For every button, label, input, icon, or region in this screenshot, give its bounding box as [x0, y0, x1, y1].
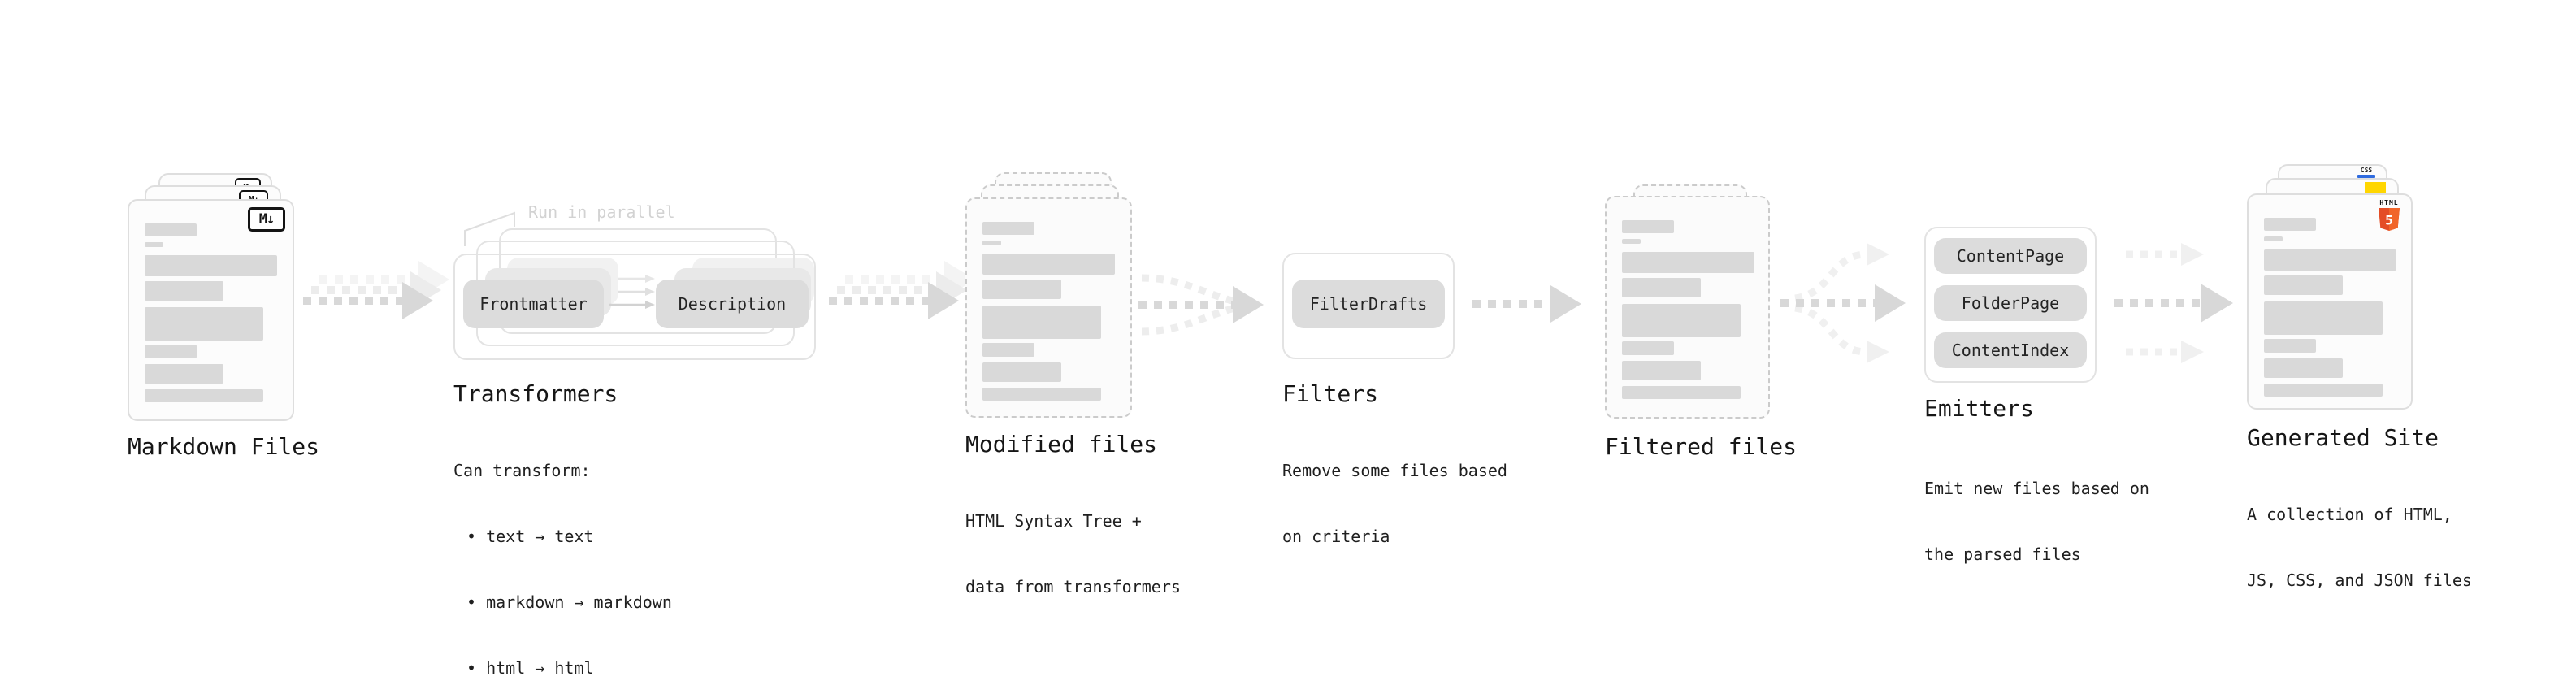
arrow-filtered-to-emitters	[1780, 243, 1906, 363]
emitters-description-line: the parsed files	[1924, 544, 2081, 564]
css-badge-underline	[2357, 175, 2375, 178]
stage-title-markdown-files: Markdown Files	[128, 433, 320, 460]
stage-title-modified-files: Modified files	[965, 431, 1158, 458]
transform-step-arrows	[609, 275, 655, 309]
doc-text-bar	[145, 389, 263, 402]
doc-text-bar	[2264, 384, 2383, 397]
transformers-bullet: • text → text	[466, 527, 594, 546]
doc-text-bar	[1622, 278, 1701, 297]
arrow-emitters-to-generated	[2114, 243, 2233, 363]
html5-icon-label: HTML	[2379, 199, 2399, 206]
doc-text-bar	[145, 223, 197, 236]
doc-text-bar	[982, 280, 1061, 299]
contentindex-pill: ContentIndex	[1934, 332, 2087, 368]
svg-text:5: 5	[2385, 213, 2393, 228]
doc-text-bar	[982, 343, 1034, 357]
description-pill: Description	[656, 280, 809, 328]
modified-description-line: data from transformers	[965, 577, 1181, 596]
doc-text-bar	[1622, 304, 1741, 337]
css-badge: CSS	[2357, 167, 2376, 178]
doc-text-bar	[1622, 361, 1701, 380]
filters-description-line: Remove some files based	[1282, 461, 1507, 480]
modified-description-line: HTML Syntax Tree +	[965, 511, 1142, 531]
doc-text-bar	[982, 388, 1101, 401]
doc-text-bar	[982, 362, 1061, 382]
stage-title-filtered-files: Filtered files	[1605, 433, 1798, 460]
arrow-filters-to-filtered	[1472, 285, 1581, 323]
doc-text-bar	[982, 222, 1034, 235]
stage-title-filters: Filters	[1282, 380, 1379, 407]
doc-text-bars	[2264, 218, 2396, 397]
modified-doc-front	[965, 197, 1132, 418]
modified-description: HTML Syntax Tree + data from transformer…	[965, 466, 1181, 642]
doc-text-bar	[2264, 275, 2343, 295]
filterdrafts-pill: FilterDrafts	[1292, 280, 1445, 328]
html5-shield: 5	[2379, 208, 2400, 231]
doc-text-bar	[2264, 249, 2396, 271]
doc-text-bar	[982, 306, 1101, 339]
doc-text-bar	[1622, 341, 1674, 355]
generated-description-line: A collection of HTML,	[2247, 505, 2452, 524]
doc-text-bar	[1622, 239, 1641, 244]
frontmatter-pill: Frontmatter	[463, 280, 604, 328]
doc-text-bar	[982, 241, 1001, 245]
doc-text-bars	[145, 223, 277, 402]
doc-text-bar	[145, 364, 223, 384]
stage-title-generated-site: Generated Site	[2247, 424, 2439, 451]
markdown-doc-front: M↓	[128, 199, 294, 421]
transformers-description: Can transform: • text → text • markdown …	[453, 416, 672, 681]
doc-text-bar	[145, 255, 277, 276]
transformers-bullet: • html → html	[466, 658, 594, 678]
doc-text-bars	[982, 222, 1115, 401]
doc-text-bar	[2264, 301, 2383, 335]
doc-text-bar	[2264, 218, 2316, 231]
stage-title-emitters: Emitters	[1924, 395, 2034, 422]
doc-text-bar	[2264, 358, 2343, 378]
filtered-doc-front	[1605, 196, 1770, 419]
css-badge-label: CSS	[2360, 167, 2373, 174]
emitters-description-line: Emit new files based on	[1924, 479, 2149, 498]
folderpage-pill: FolderPage	[1934, 285, 2087, 321]
transformer-layer-front	[453, 254, 816, 360]
generated-description-line: JS, CSS, and JSON files	[2247, 570, 2472, 590]
parallel-note-leader-line	[464, 211, 515, 246]
js-badge	[2365, 182, 2386, 196]
doc-text-bar	[145, 242, 163, 247]
filters-description-line: on criteria	[1282, 527, 1390, 546]
arrow-markdown-to-transformers	[303, 261, 449, 319]
markdown-icon: M↓	[248, 207, 285, 232]
filters-description: Remove some files based on criteria	[1282, 416, 1507, 592]
html5-icon: HTML 5	[2376, 199, 2402, 232]
doc-text-bar	[2264, 236, 2283, 241]
doc-text-bar	[2264, 339, 2316, 353]
generated-doc-html: HTML 5	[2247, 193, 2413, 410]
parallel-note: Run in parallel	[528, 202, 675, 222]
emitters-description: Emit new files based on the parsed files	[1924, 434, 2149, 609]
doc-text-bar	[1622, 386, 1741, 399]
doc-text-bar	[145, 281, 223, 301]
arrow-transformers-to-modified	[829, 261, 975, 319]
doc-text-bar	[145, 345, 197, 358]
generated-description: A collection of HTML, JS, CSS, and JSON …	[2247, 460, 2472, 635]
doc-text-bars	[1622, 220, 1754, 399]
contentpage-pill: ContentPage	[1934, 238, 2087, 274]
arrow-modified-to-filters	[1138, 274, 1264, 336]
transformers-description-heading: Can transform:	[453, 461, 591, 480]
stage-title-transformers: Transformers	[453, 380, 618, 407]
doc-text-bar	[1622, 220, 1674, 233]
doc-text-bar	[1622, 252, 1754, 273]
doc-text-bar	[145, 307, 263, 340]
transformers-bullet: • markdown → markdown	[466, 592, 672, 612]
doc-text-bar	[982, 254, 1115, 275]
